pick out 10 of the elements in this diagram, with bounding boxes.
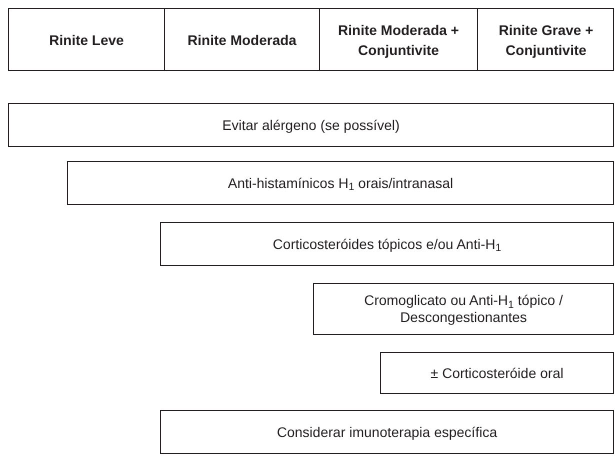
treatment-box: Anti-histamínicos H$_{1}$ orais/intranasal: [67, 161, 614, 205]
treatment-box: ± Corticosteróide oral: [380, 352, 614, 394]
treatment-box: Cromoglicato ou Anti-H$_{1}$ tópico / Descongestionantes: [313, 283, 614, 335]
treatment-box: Evitar alérgeno (se possível): [8, 103, 614, 147]
treatment-box: Corticosteróides tópicos e/ou Anti-H$_{1}$: [160, 222, 614, 266]
table-header-cell: Rinite Moderada: [164, 9, 319, 70]
treatment-box: Considerar imunoterapia específica: [160, 410, 614, 454]
table-header-cell: Rinite Grave + Conjuntivite: [477, 9, 614, 70]
table-header-cell: Rinite Moderada + Conjuntivite: [319, 9, 477, 70]
table-header-cell-text: Rinite Leve: [48, 30, 125, 50]
